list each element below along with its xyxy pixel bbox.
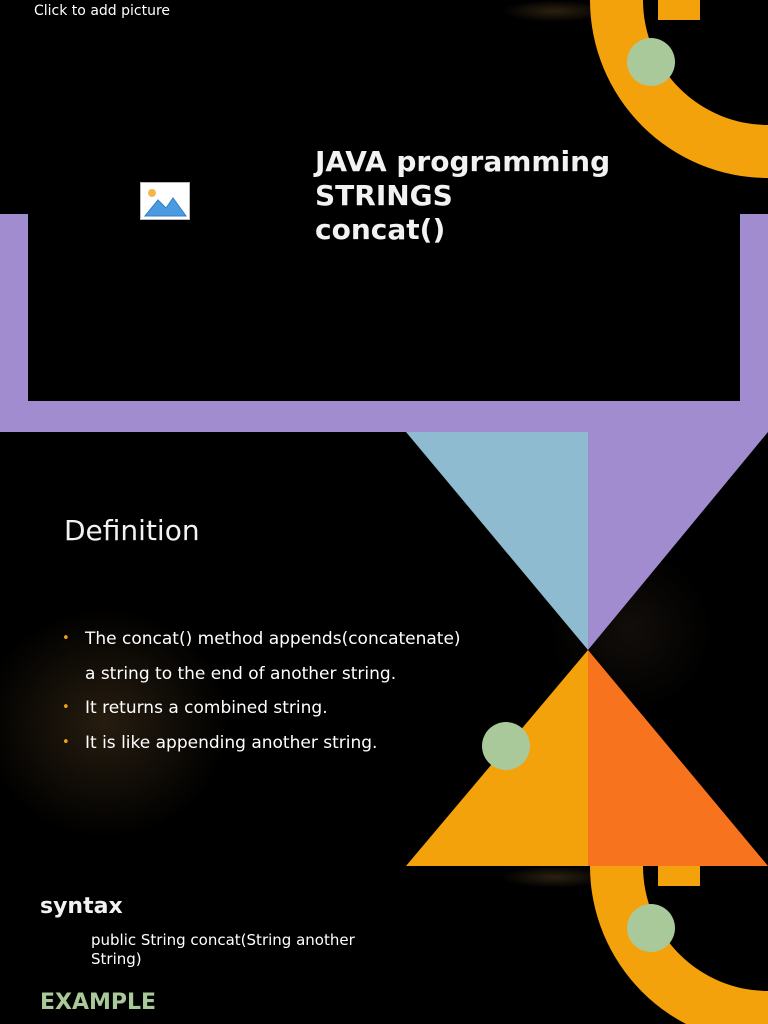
syntax-code: public String concat(String another Stri…	[91, 931, 355, 968]
glow-decoration	[0, 598, 240, 848]
list-item: • It returns a combined string.	[62, 691, 462, 726]
syntax-heading: syntax	[40, 894, 123, 919]
glow-decoration	[500, 0, 610, 22]
example-heading: EXAMPLE	[40, 990, 157, 1015]
picture-placeholder-text[interactable]: Click to add picture	[34, 3, 171, 19]
purple-frame-right	[740, 214, 768, 432]
bullet-text: It returns a combined string.	[85, 698, 328, 718]
orange-ring-decoration	[590, 866, 768, 1024]
slide-title-text: JAVA programming STRINGS concat()	[315, 145, 715, 247]
slide-syntax: syntax public String concat(String anoth…	[0, 866, 768, 1024]
hourglass-triangles-decoration	[406, 432, 768, 866]
picture-icon[interactable]	[140, 182, 190, 220]
list-item: • It is like appending another string.	[62, 726, 462, 761]
definition-bullet-list: • The concat() method appends(concatenat…	[62, 622, 462, 760]
purple-frame-bottom	[0, 401, 768, 432]
title-line: STRINGS	[315, 179, 453, 212]
orange-ring-decoration	[590, 0, 768, 178]
slide-definition: Definition • The concat() method appends…	[0, 432, 768, 866]
bullet-text: It is like appending another string.	[85, 732, 378, 753]
slide-title: Click to add picture JAVA programming ST…	[0, 0, 768, 432]
list-item: • The concat() method appends(concatenat…	[62, 622, 462, 691]
bullet-marker: •	[62, 734, 70, 750]
bullet-marker: •	[62, 700, 70, 715]
bullet-marker: •	[62, 631, 70, 646]
purple-frame-left	[0, 214, 28, 432]
definition-heading: Definition	[64, 514, 200, 547]
title-line: JAVA programming	[315, 145, 611, 178]
bullet-text: The concat() method appends(concatenate)…	[85, 629, 461, 684]
glow-decoration	[500, 866, 610, 888]
title-line: concat()	[315, 213, 446, 246]
